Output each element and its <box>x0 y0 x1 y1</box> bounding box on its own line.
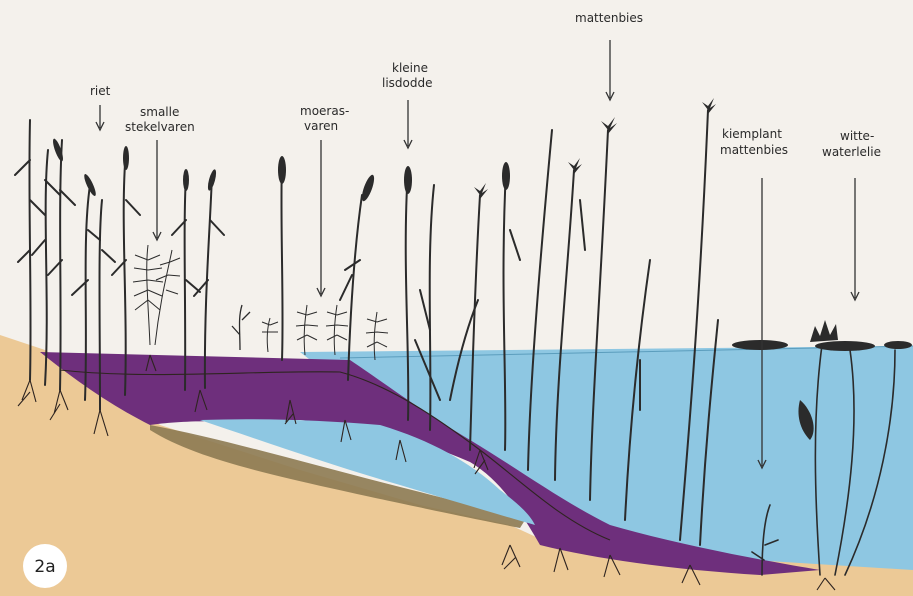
lily-pad <box>732 340 788 350</box>
label-waterlelie-line2: waterlelie <box>822 145 881 159</box>
lily-pad <box>815 341 875 351</box>
label-kiemplant-line1: kiemplant <box>722 127 782 141</box>
label-moerasvaren-line2: varen <box>304 119 338 133</box>
label-moerasvaren-line1: moeras- <box>300 104 349 118</box>
lily-pad <box>884 341 912 349</box>
label-stekelvaren-line2: stekelvaren <box>125 120 195 134</box>
label-lisdodde-line1: kleine <box>392 61 428 75</box>
figure-label-text: 2a <box>34 557 55 577</box>
label-lisdodde-line2: lisdodde <box>382 76 433 90</box>
figure-label-badge: 2a <box>23 544 67 588</box>
label-kiemplant-line2: mattenbies <box>720 143 788 157</box>
label-waterlelie-line1: witte- <box>840 129 874 143</box>
label-mattenbies-text: mattenbies <box>575 11 643 25</box>
label-stekelvaren-line1: smalle <box>140 105 179 119</box>
label-riet-text: riet <box>90 84 111 98</box>
